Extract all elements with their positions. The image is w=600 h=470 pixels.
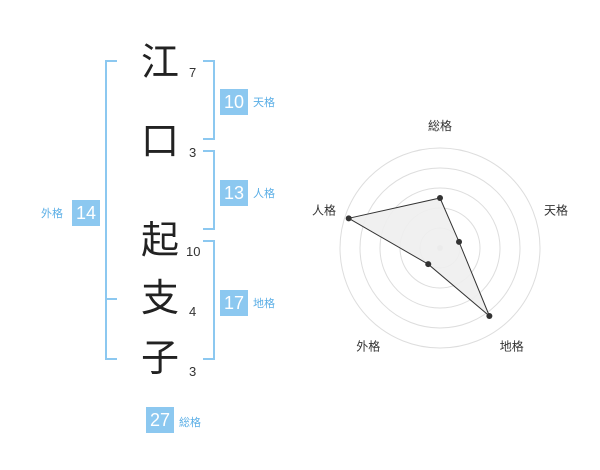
- name-char-4: 支: [140, 276, 179, 320]
- radar-point-3: [486, 312, 493, 319]
- jinkaku-bracket: [203, 150, 215, 230]
- radar-polygon: [347, 197, 490, 317]
- name-char-3: 起: [140, 218, 179, 262]
- radar-point-2: [456, 238, 463, 245]
- chikaku-value: 17: [220, 290, 248, 316]
- radar-ring-5: [339, 147, 541, 349]
- stroke-count-1: 7: [189, 65, 197, 80]
- jinkaku-value: 13: [220, 180, 248, 206]
- name-char-5: 子: [140, 336, 179, 380]
- radar-ring-3: [379, 187, 501, 309]
- name-char-2: 口: [140, 119, 179, 163]
- radar-point-1: [437, 195, 443, 201]
- gaikaku-bracket-split: [105, 298, 117, 300]
- radar-axis-label-2: 天格: [544, 202, 568, 217]
- tenkaku-label: 天格: [253, 96, 275, 109]
- stroke-count-3: 10: [186, 244, 201, 259]
- chikaku-label: 地格: [253, 297, 275, 310]
- gaikaku-bracket: [105, 60, 117, 360]
- tenkaku-bracket: [203, 60, 215, 140]
- radar-axis-label-5: 人格: [312, 202, 336, 217]
- stroke-count-2: 3: [189, 145, 197, 160]
- tenkaku-value: 10: [220, 89, 248, 115]
- stroke-count-4: 4: [189, 304, 197, 319]
- radar-point-4: [425, 261, 432, 268]
- soukaku-value: 27: [146, 407, 174, 433]
- radar-point-5: [345, 215, 352, 222]
- soukaku-label: 総格: [179, 416, 201, 429]
- name-char-1: 江: [140, 40, 179, 84]
- jinkaku-label: 人格: [253, 187, 275, 200]
- radar-axis-label-1: 総格: [428, 118, 452, 133]
- radar-axis-label-4: 外格: [356, 339, 380, 354]
- gaikaku-value: 14: [72, 200, 100, 226]
- radar-axis-label-3: 地格: [500, 339, 524, 354]
- radar-ring-4: [359, 167, 521, 329]
- stroke-count-5: 3: [189, 364, 197, 379]
- gaikaku-label: 外格: [41, 207, 63, 220]
- radar-series: [345, 195, 493, 319]
- chikaku-bracket: [203, 240, 215, 360]
